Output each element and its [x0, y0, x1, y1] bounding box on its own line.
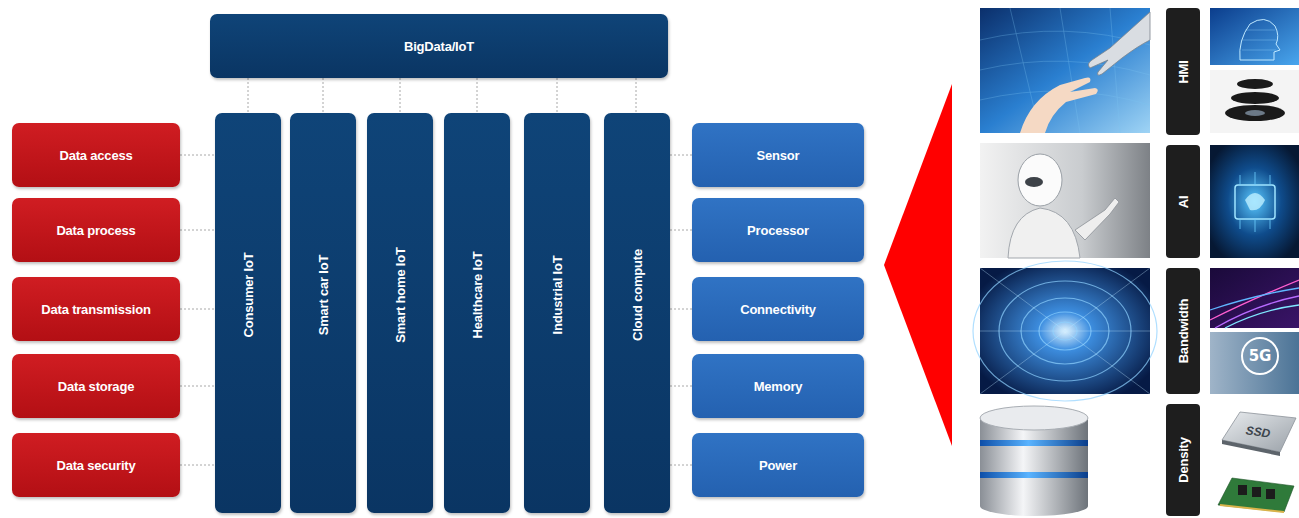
box-label: Smart car IoT [316, 255, 331, 336]
category-bar: AI [1166, 145, 1200, 258]
box-label: Data storage [58, 379, 134, 394]
iot-column: Industrial IoT [524, 113, 590, 513]
iot-column: Healthcare IoT [444, 113, 510, 513]
dotted-connector [477, 78, 478, 113]
box-label: BigData/IoT [404, 39, 474, 54]
data-box: Data security [12, 433, 180, 497]
box-label: Data process [56, 223, 135, 238]
component-box: Sensor [692, 123, 864, 187]
box-label: Data access [60, 148, 133, 163]
dotted-connector [180, 155, 215, 156]
dotted-connector [670, 309, 692, 310]
box-label: Data transmission [41, 302, 150, 317]
image-text: 5G [1249, 347, 1272, 365]
box-label: Density [1176, 437, 1191, 483]
box-label: Consumer IoT [241, 253, 256, 338]
component-box: Processor [692, 198, 864, 262]
component-box: Power [692, 433, 864, 497]
dotted-connector [636, 78, 637, 113]
dotted-connector [323, 78, 324, 113]
box-label: Smart home IoT [393, 247, 408, 342]
dotted-connector [670, 230, 692, 231]
component-box: Connectivity [692, 277, 864, 341]
data-box: Data transmission [12, 277, 180, 341]
category-bar: HMI [1166, 8, 1200, 135]
box-label: Healthcare IoT [470, 252, 485, 339]
box-label: Power [759, 458, 797, 473]
component-box: Memory [692, 354, 864, 418]
data-box: Data storage [12, 354, 180, 418]
top-bar: BigData/IoT [210, 14, 668, 78]
dotted-connector [180, 465, 215, 466]
box-label: AI [1176, 195, 1191, 208]
box-label: Cloud compute [630, 249, 645, 341]
box-label: Sensor [757, 148, 800, 163]
dotted-connector [670, 155, 692, 156]
box-label: HMI [1176, 60, 1191, 83]
dotted-connector [400, 78, 401, 113]
category-bar: Bandwidth [1166, 268, 1200, 394]
dotted-connector [248, 78, 249, 113]
box-label: Connectivity [740, 302, 816, 317]
box-label: Industrial IoT [550, 256, 565, 335]
dotted-connector [180, 230, 215, 231]
image-text: SSD [1245, 423, 1271, 440]
data-box: Data access [12, 123, 180, 187]
dotted-connector [180, 309, 215, 310]
iot-column: Consumer IoT [215, 113, 281, 513]
data-box: Data process [12, 198, 180, 262]
box-label: Data security [56, 458, 135, 473]
dotted-connector [670, 386, 692, 387]
iot-column: Smart car IoT [290, 113, 356, 513]
dotted-connector [180, 386, 215, 387]
dotted-connector [557, 78, 558, 113]
box-label: Processor [747, 223, 809, 238]
iot-column: Cloud compute [604, 113, 670, 513]
box-label: Bandwidth [1176, 299, 1191, 364]
dotted-connector [670, 465, 692, 466]
box-label: Memory [754, 379, 803, 394]
iot-column: Smart home IoT [367, 113, 433, 513]
category-bar: Density [1166, 404, 1200, 516]
